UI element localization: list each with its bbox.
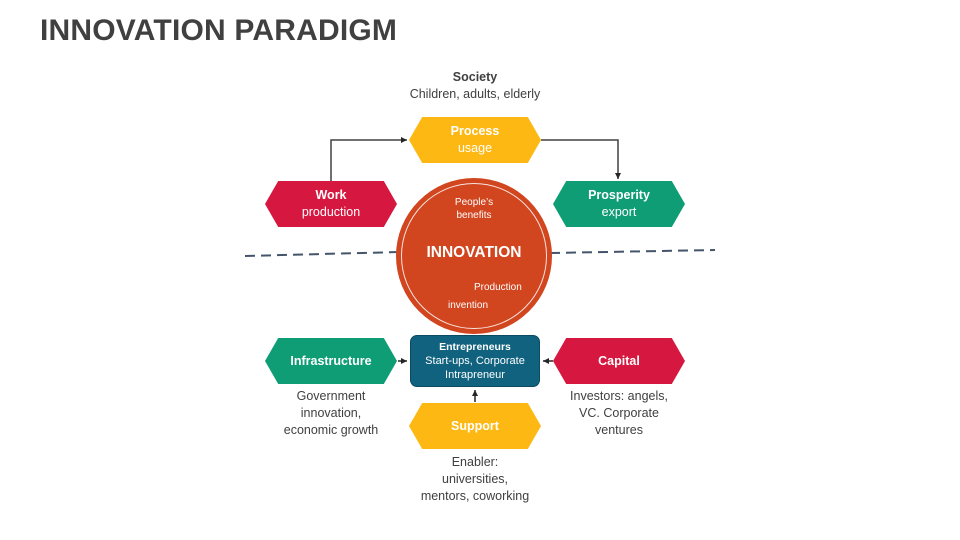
arrow-process-to-prosperity xyxy=(541,139,621,179)
entrepreneurs-line2: Intrapreneur xyxy=(445,369,505,381)
prosperity-hexagon: Prosperity export xyxy=(553,181,685,227)
innovation-top-line2: benefits xyxy=(456,210,492,221)
support-caption-line: mentors, coworking xyxy=(420,489,530,503)
support-caption-line: universities, xyxy=(442,472,508,486)
work-sub: production xyxy=(301,205,361,219)
process-hexagon: Process usage xyxy=(409,117,541,163)
society-caption: Society Children, adults, elderly xyxy=(375,69,575,103)
prosperity-title: Prosperity xyxy=(588,188,650,202)
support-caption-line: Enabler: xyxy=(451,455,499,469)
innovation-circle: People’s benefits INNOVATION Production … xyxy=(396,178,552,334)
entrepreneurs-line1: Start-ups, Corporate xyxy=(425,355,525,367)
society-text: Children, adults, elderly xyxy=(409,87,541,101)
process-sub: usage xyxy=(457,141,493,155)
infrastructure-caption: Government innovation, economic growth xyxy=(255,388,407,439)
entrepreneurs-box: Entrepreneurs Start-ups, Corporate Intra… xyxy=(410,335,540,387)
innovation-top-line1: People’s xyxy=(454,197,494,208)
innovation-label: INNOVATION xyxy=(426,244,522,261)
support-hexagon: Support xyxy=(409,403,541,449)
infrastructure-caption-line: economic growth xyxy=(283,423,379,437)
divider-left xyxy=(244,251,401,257)
capital-caption-line: VC. Corporate xyxy=(579,406,659,420)
capital-caption-line: Investors: angels, xyxy=(570,389,668,403)
innovation-bottom-line2: invention xyxy=(448,300,489,311)
work-title: Work xyxy=(315,188,347,202)
prosperity-sub: export xyxy=(601,205,637,219)
infrastructure-title: Infrastructure xyxy=(290,353,372,368)
innovation-bottom-line1: Production xyxy=(474,282,522,293)
page-title: INNOVATION PARADIGM xyxy=(40,14,398,47)
arrow-work-to-process xyxy=(330,137,407,181)
support-caption: Enabler: universities, mentors, coworkin… xyxy=(395,454,555,505)
innovation-top-text: People’s benefits xyxy=(434,196,514,222)
capital-hexagon: Capital xyxy=(553,338,685,384)
process-title: Process xyxy=(450,124,500,138)
society-heading: Society xyxy=(452,70,498,84)
capital-title: Capital xyxy=(598,353,640,368)
infrastructure-caption-line: innovation, xyxy=(300,406,362,420)
infrastructure-caption-line: Government xyxy=(296,389,366,403)
capital-caption: Investors: angels, VC. Corporate venture… xyxy=(543,388,695,439)
infrastructure-hexagon: Infrastructure xyxy=(265,338,397,384)
work-hexagon: Work production xyxy=(265,181,397,227)
capital-caption-line: ventures xyxy=(595,423,643,437)
support-title: Support xyxy=(451,418,499,433)
entrepreneurs-title: Entrepreneurs xyxy=(439,341,511,353)
innovation-inner-ring xyxy=(401,183,547,329)
divider-right xyxy=(549,249,716,254)
